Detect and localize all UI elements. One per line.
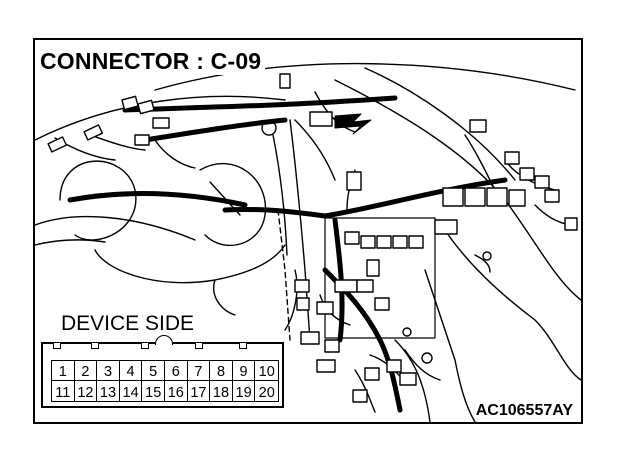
pin-cell: 13 [97, 381, 120, 401]
pin-cell: 19 [233, 381, 256, 401]
connector-tab [141, 343, 149, 349]
connector-pointer-arrow [334, 113, 372, 135]
connector-blocks [47, 73, 578, 403]
pin-cell: 6 [165, 361, 188, 381]
pin-cell: 18 [210, 381, 233, 401]
pin-cell: 7 [187, 361, 211, 381]
pin-cell: 14 [120, 381, 143, 401]
junction-block [324, 217, 436, 339]
pin-cell: 12 [75, 381, 98, 401]
connector-tab [91, 343, 99, 349]
pin-cell: 8 [210, 361, 233, 381]
pin-cell: 11 [52, 381, 75, 401]
pin-cell: 1 [52, 361, 75, 381]
connector-tab [195, 343, 203, 349]
pin-cell: 10 [255, 361, 278, 381]
dashed-route [277, 209, 291, 341]
pin-cell: 15 [142, 381, 165, 401]
harness-illustration [35, 62, 581, 422]
pin-cell: 4 [119, 361, 143, 381]
connector-pinout: 1 2 3 4 5 6 7 8 9 10 11 12 13 14 15 16 1… [41, 335, 284, 408]
pin-cell: 9 [232, 361, 256, 381]
pin-cell: 3 [97, 361, 120, 381]
pin-cell: 17 [188, 381, 211, 401]
figure-code: AC106557AY [475, 402, 573, 419]
connector-title: CONNECTOR : C-09 [40, 48, 266, 75]
pin-grid: 1 2 3 4 5 6 7 8 9 10 11 12 13 14 15 16 1… [51, 360, 279, 402]
connector-tab [53, 343, 61, 349]
connector-tab [239, 343, 247, 349]
pin-cell: 5 [142, 361, 165, 381]
pin-cell: 2 [74, 361, 98, 381]
pin-cell: 16 [165, 381, 188, 401]
diagram-frame: CONNECTOR : C-09 DEVICE SIDE 1 2 3 4 5 6… [33, 38, 583, 424]
device-side-label: DEVICE SIDE [61, 312, 195, 335]
grommets [261, 120, 492, 364]
pin-cell: 20 [258, 384, 275, 401]
